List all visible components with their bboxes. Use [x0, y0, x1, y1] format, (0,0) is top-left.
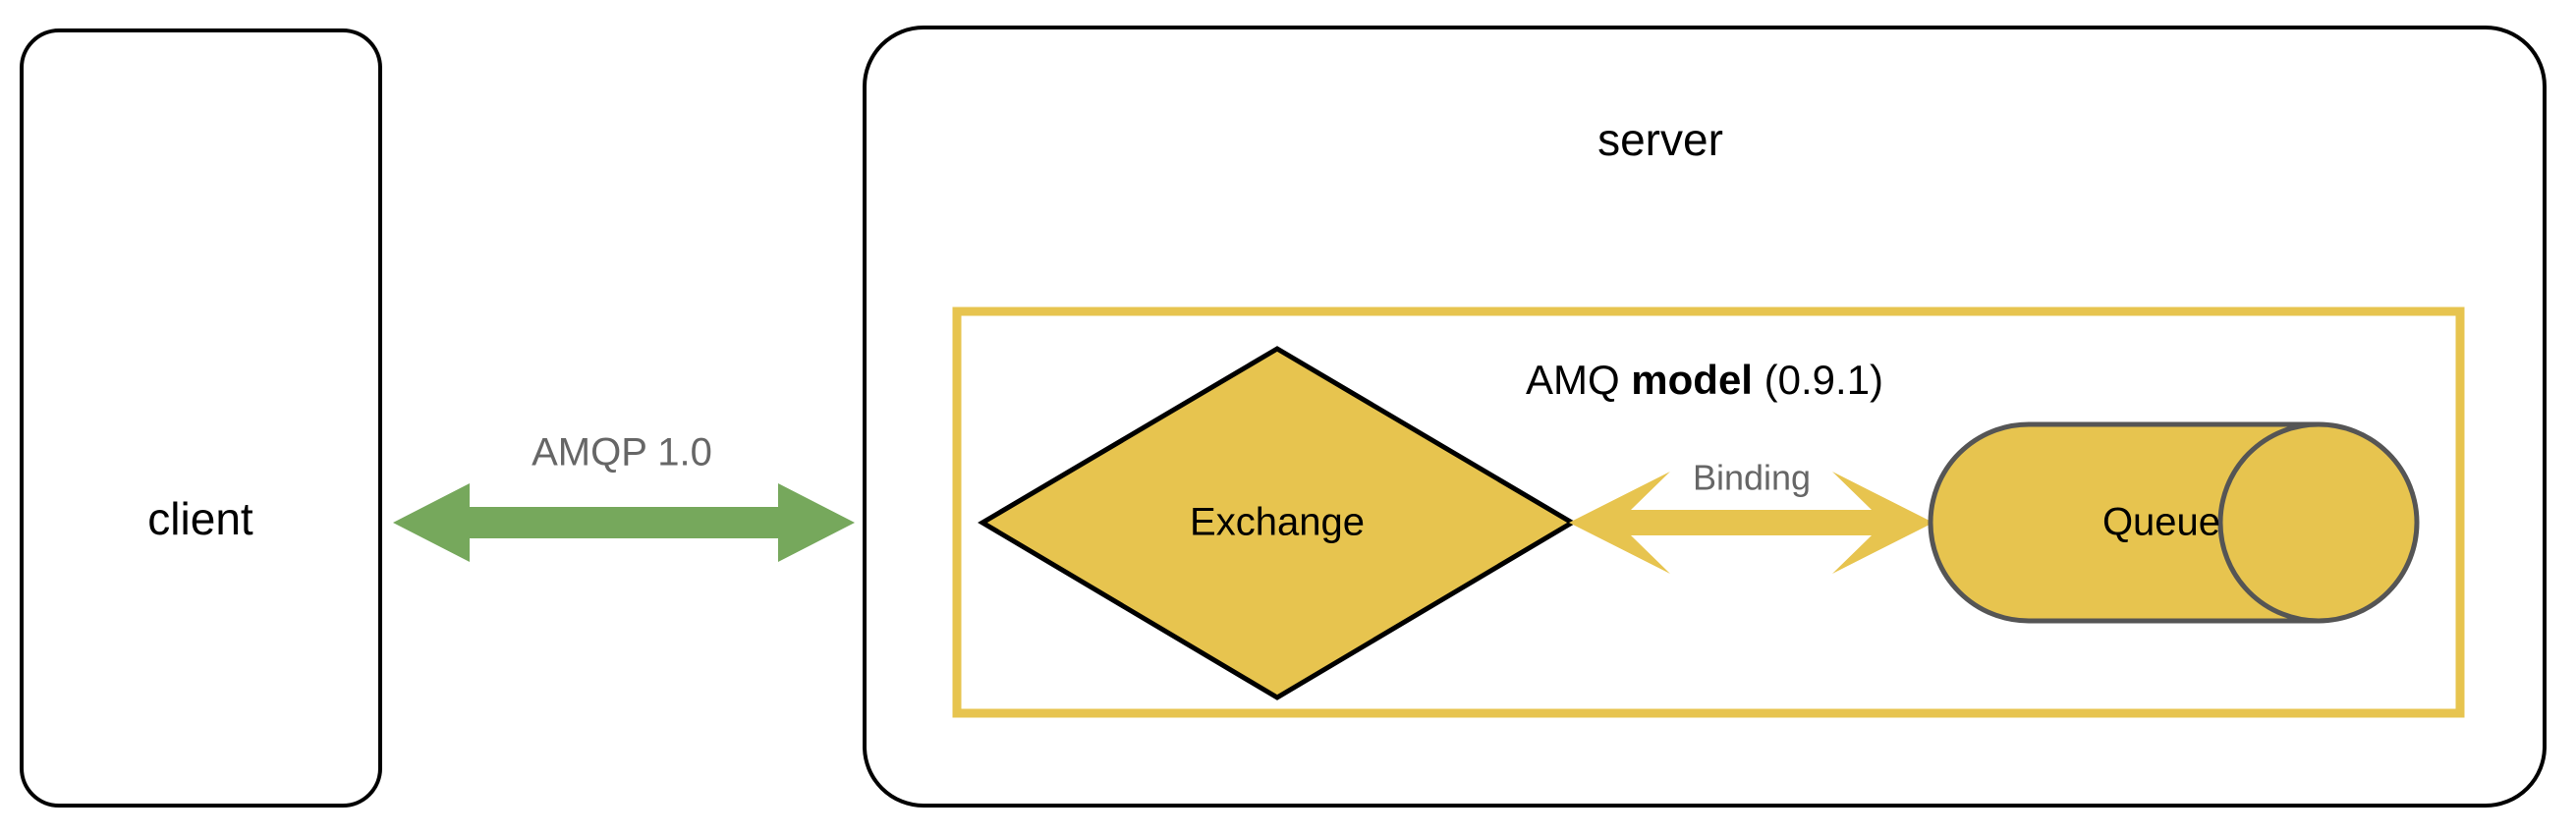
binding-connection[interactable]: Binding	[1569, 458, 1933, 574]
exchange-diamond[interactable]	[978, 346, 1577, 700]
exchange-node[interactable]: Exchange	[978, 346, 1577, 700]
amq-model-title-bold: model	[1631, 357, 1753, 403]
amqp-protocol-label: AMQP 1.0	[532, 431, 712, 474]
amqp-connection[interactable]: AMQP 1.0	[393, 431, 855, 562]
amqp-double-arrow[interactable]	[393, 483, 855, 562]
server-label: server	[1597, 114, 1723, 165]
binding-double-arrow[interactable]	[1569, 472, 1933, 574]
amq-model-box[interactable]	[952, 307, 2465, 718]
queue-node[interactable]: Queue	[1928, 421, 2420, 624]
client-label: client	[147, 493, 253, 544]
client-container[interactable]: client	[20, 28, 382, 808]
queue-label: Queue	[2102, 501, 2220, 544]
amq-model-title: AMQ model (0.9.1)	[1526, 357, 1883, 403]
binding-label: Binding	[1693, 458, 1811, 498]
amq-model-title-suffix: (0.9.1)	[1753, 357, 1883, 403]
amq-model-container[interactable]: AMQ model (0.9.1)	[952, 307, 2465, 718]
amq-model-title-prefix: AMQ	[1526, 357, 1631, 403]
client-box[interactable]	[20, 28, 382, 808]
queue-cylinder-cap	[2217, 421, 2320, 624]
server-container[interactable]: server	[863, 26, 2547, 808]
exchange-label: Exchange	[1190, 501, 1365, 544]
